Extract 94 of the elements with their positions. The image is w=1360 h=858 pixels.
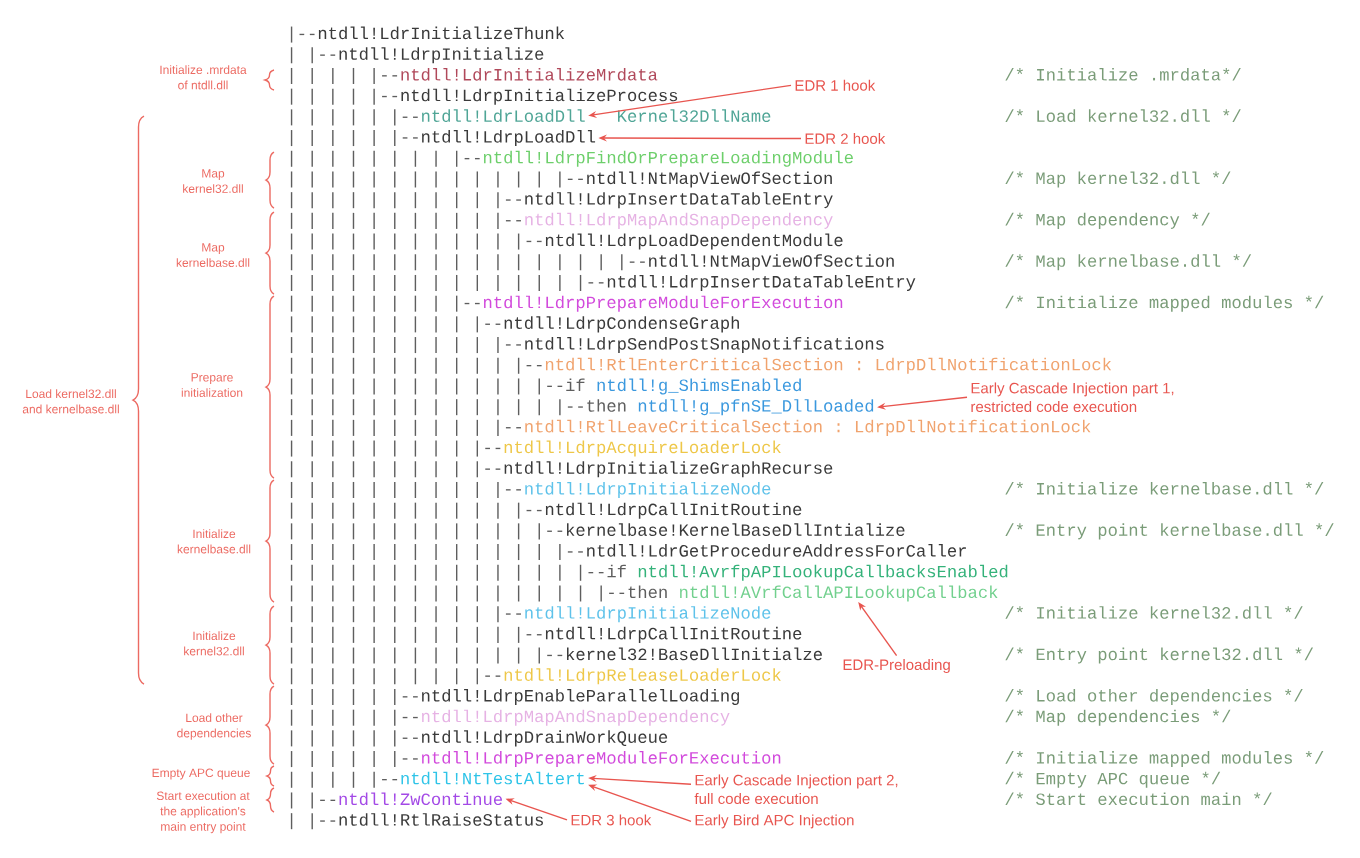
function-name: ntdll!LdrpCallInitRoutine <box>545 626 802 643</box>
function-name: ntdll!LdrInitializeThunk <box>318 26 565 40</box>
call-tree-prefix: | | | | | | | | | | | |-- <box>290 233 542 250</box>
call-tree-prefix: | | | | | | | | | | | | |-- <box>290 523 563 540</box>
function-name: ntdll!LdrpInitializeNode <box>525 606 771 623</box>
function-name: ntdll!LdrpCondenseGraph <box>504 316 739 333</box>
call-tree-prefix: | | | | | |-- <box>290 688 418 705</box>
function-name: kernelbase!KernelBaseDllIntialize <box>567 523 905 536</box>
code-comment: /* Initialize .mrdata*/ <box>1005 67 1241 81</box>
function-name: ntdll!LdrpInsertDataTableEntry <box>607 274 916 291</box>
call-tree-prefix: |-- <box>290 26 315 43</box>
call-tree-prefix: | | | | |-- <box>290 67 398 84</box>
function-name: ntdll!LdrpLoadDll <box>422 130 596 147</box>
call-tree-prefix: | | | | | | | | | | | | | |--then <box>290 399 626 416</box>
code-comment: /* Initialize kernel32.dll */ <box>1005 606 1303 619</box>
code-comment: /* Load other dependencies */ <box>1005 688 1303 705</box>
call-tree-prefix: | | | | | | | | | | |-- <box>290 337 521 354</box>
function-name: kernel32!BaseDllInitialze <box>567 647 822 661</box>
call-tree-prefix: | | | | | | | | | | | | | | | | |-- <box>290 254 645 271</box>
call-tree-prefix: | | | | |-- <box>290 771 398 788</box>
function-name: ntdll!LdrpLoadDependentModule <box>545 233 843 250</box>
call-tree-prefix: | | | | | | | | | | | | | | |--if <box>290 564 626 581</box>
function-name: ntdll!LdrpCallInitRoutine <box>545 502 802 519</box>
function-name: ntdll!LdrpMapAndSnapDependency <box>525 212 833 229</box>
call-tree-prefix: | | | | |-- <box>290 88 398 105</box>
code-comment: /* Initialize kernelbase.dll */ <box>1005 481 1324 495</box>
call-tree-prefix: | | | | | | | | | | |-- <box>290 212 521 229</box>
function-name: ntdll!AVrfCallAPILookupCallback <box>680 585 998 602</box>
call-tree-prefix: | | | | | | | | | | | |-- <box>290 502 542 519</box>
function-name: ntdll!LdrpPrepareModuleForExecution <box>484 295 843 312</box>
code-comment: /* Map kernel32.dll */ <box>1005 171 1231 188</box>
call-tree-prefix: | | | | | | | | | | | |-- <box>290 626 542 643</box>
code-comment: /* Map dependency */ <box>1005 212 1210 229</box>
function-name: ntdll!LdrpInitializeProcess <box>401 88 678 105</box>
function-name: ntdll!g_pfnSE_DllLoaded <box>638 399 874 416</box>
code-comment: /* Entry point kernel32.dll */ <box>1005 647 1314 664</box>
function-name: ntdll!LdrpInitialize <box>339 47 544 64</box>
function-name: ntdll!NtMapViewOfSection <box>649 254 894 271</box>
code-comment: /* Empty APC queue */ <box>1005 771 1221 788</box>
call-tree-prefix: | | | | | |-- <box>290 109 418 126</box>
function-name: ntdll!LdrpSendPostSnapNotifications <box>525 337 884 354</box>
function-name: ntdll!LdrpInitializeNode <box>525 481 771 498</box>
code-comment: /* Map dependencies */ <box>1005 709 1231 726</box>
function-name: ntdll!LdrpMapAndSnapDependency <box>422 709 730 726</box>
function-name: ntdll!LdrpPrepareModuleForExecution <box>422 751 781 768</box>
function-name: ntdll!RtlEnterCriticalSection : LdrpDllNotificationLock <box>545 357 1112 374</box>
call-tree-prefix: | | | | | | | | | | | | | |-- <box>290 544 583 561</box>
call-tree-prefix: | | | | | |-- <box>290 709 418 726</box>
argument-name: Kernel32DllName <box>618 109 771 122</box>
code-comment: /* Load kernel32.dll */ <box>1005 109 1241 123</box>
function-name: ntdll!LdrpReleaseLoaderLock <box>504 668 781 685</box>
function-name: ntdll!LdrpInitializeGraphRecurse <box>504 461 833 478</box>
function-name: ntdll!NtTestAltert <box>401 771 584 785</box>
call-tree-prefix: | | | | | |-- <box>290 130 418 147</box>
call-tree-prefix: | | | | | | | | | | |-- <box>290 419 521 436</box>
function-name: ntdll!g_ShimsEnabled <box>597 378 801 395</box>
code-comment: /* Initialize mapped modules */ <box>1005 295 1324 312</box>
function-name: ntdll!LdrLoadDll <box>422 109 585 123</box>
function-name: ntdll!ZwContinue <box>339 792 502 806</box>
call-tree-prefix: | | | | | | | | | |-- <box>290 461 501 478</box>
code-comment: /* Map kernelbase.dll */ <box>1005 254 1252 271</box>
call-tree-prefix: | | | | | | | | | | | |-- <box>290 357 542 374</box>
function-name: ntdll!RtlLeaveCriticalSection : LdrpDllNotificationLock <box>525 419 1091 436</box>
function-name: ntdll!RtlRaiseStatus <box>339 813 543 826</box>
call-tree-prefix: | |-- <box>290 47 336 64</box>
function-name: ntdll!LdrpInsertDataTableEntry <box>525 192 833 209</box>
code-comment: /* Entry point kernelbase.dll */ <box>1005 523 1334 540</box>
call-tree-prefix: | | | | | | | | | | | | | |-- <box>290 171 583 188</box>
code-comment: /* Start execution main */ <box>1005 792 1272 806</box>
call-tree-prefix: | | | | | | | | | | | | |--if <box>290 378 585 395</box>
call-tree-prefix: | |-- <box>290 792 336 809</box>
function-name: ntdll!LdrpAcquireLoaderLock <box>504 440 781 457</box>
call-tree-prefix: | | | | | | | | | |-- <box>290 440 501 457</box>
function-name: ntdll!LdrpEnableParallelLoading <box>422 688 739 705</box>
function-name: ntdll!AvrfpAPILookupCallbacksEnabled <box>638 564 1008 581</box>
call-tree-prefix: | | | | | | | | | | | | | | | |--then <box>290 585 667 602</box>
call-tree-prefix: | | | | | | | | |-- <box>290 150 480 167</box>
call-tree-prefix: | |-- <box>290 813 336 830</box>
call-tree-prefix: | | | | | | | | | | |-- <box>290 192 521 209</box>
call-tree-prefix: | | | | | | | | | |-- <box>290 668 501 685</box>
call-tree-prefix: | | | | | | | | | |-- <box>290 316 501 333</box>
function-name: ntdll!LdrGetProcedureAddressForCaller <box>587 544 966 557</box>
function-name: ntdll!LdrpFindOrPrepareLoadingModule <box>484 150 853 167</box>
call-tree-prefix: | | | | | |-- <box>290 730 418 747</box>
call-tree-prefix: | | | | | | | | | | | | | | |-- <box>290 274 604 291</box>
call-tree-prefix: | | | | | |-- <box>290 751 418 768</box>
function-name: ntdll!LdrInitializeMrdata <box>401 67 658 81</box>
function-name: ntdll!LdrpDrainWorkQueue <box>422 730 668 747</box>
call-tree-prefix: | | | | | | | | | | | | |-- <box>290 647 563 664</box>
call-tree-prefix: | | | | | | | | |-- <box>290 295 480 312</box>
code-comment: /* Initialize mapped modules */ <box>1005 751 1324 768</box>
function-name: ntdll!NtMapViewOfSection <box>587 171 832 188</box>
call-tree-prefix: | | | | | | | | | | |-- <box>290 606 521 623</box>
call-tree-prefix: | | | | | | | | | | |-- <box>290 481 521 498</box>
